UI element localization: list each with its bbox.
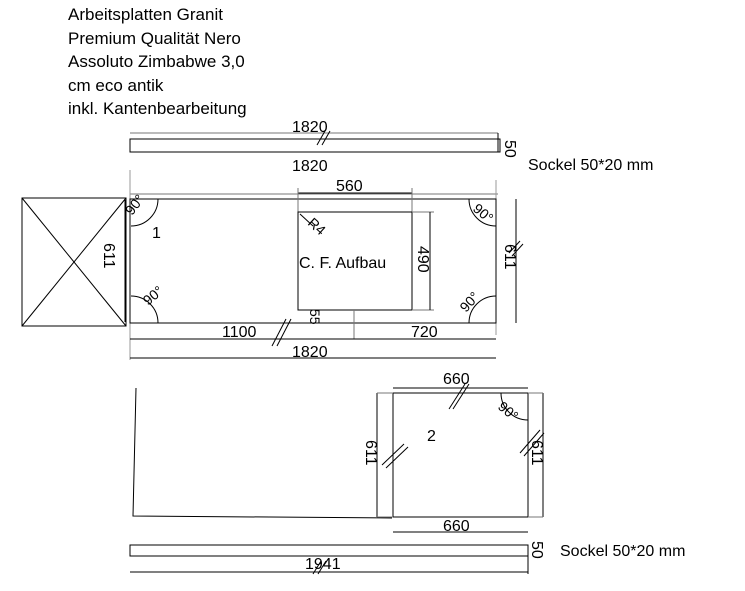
title-line-4: cm eco antik (68, 75, 164, 95)
title-line-2: Premium Qualität Nero (68, 28, 241, 48)
board-1-arc-top-left (130, 198, 159, 227)
top-strip (129, 130, 501, 153)
board-2-left-break-mark-2 (385, 446, 409, 469)
bottom-strip-label: Sockel 50*20 mm (560, 543, 685, 560)
board-1-right-break-mark-2 (511, 243, 524, 257)
board-1-left-depth: 611 (100, 243, 117, 269)
top-strip-break-mark (316, 130, 326, 146)
board-2-angle: 90° (495, 398, 522, 424)
top-strip-label: Sockel 50*20 mm (528, 157, 653, 174)
board-1-number: 1 (152, 225, 161, 242)
left-box-diagonal-2 (21, 197, 127, 327)
bottom-strip (129, 544, 529, 575)
board-2-right-break-mark-2 (523, 432, 545, 457)
bottom-strip-rect (129, 544, 529, 557)
left-offset: 1100 (222, 324, 257, 341)
board-1-bottom-length: 1820 (292, 344, 328, 361)
board-1-arc-top-right (468, 198, 497, 227)
top-strip-break-mark-2 (321, 130, 331, 146)
left-box (21, 197, 127, 327)
board-2-left-break-mark (381, 443, 405, 466)
board-1-angle-bottom-right: 90° (456, 289, 482, 315)
board-1-arc-bottom-left (130, 295, 159, 324)
wall-contour (132, 387, 393, 519)
left-offset-break-mark-2 (276, 318, 292, 347)
board-2-left-depth: 611 (362, 440, 379, 466)
board-1-right-depth: 611 (501, 244, 518, 270)
board-1-top-length: 1820 (292, 158, 328, 175)
bottom-strip-break-mark-2 (317, 560, 327, 575)
bottom-strip-length: 1941 (305, 556, 341, 573)
board-1-angle-top-right: 90° (470, 200, 497, 226)
left-offset-break-mark (271, 318, 287, 347)
top-strip-length: 1820 (292, 119, 328, 136)
board-1-angle-bottom-left: 90° (140, 282, 167, 308)
cutout-radius: R4 (305, 214, 329, 238)
board-1-arc-bottom-right (468, 295, 497, 324)
board-2-top-width: 660 (443, 371, 470, 388)
cutout-gap: 55 (307, 309, 323, 325)
board-1 (21, 170, 524, 360)
board-2-arc-top-right (500, 392, 529, 421)
cutout-height: 490 (414, 246, 431, 273)
board-1-right-break-mark (508, 240, 521, 254)
title-line-1: Arbeitsplatten Granit (68, 5, 223, 24)
board-2-top-break-mark-2 (452, 383, 470, 410)
top-strip-rect (129, 138, 501, 153)
title-block: Arbeitsplatten Granit Premium Qualität N… (68, 3, 247, 121)
right-offset: 720 (411, 324, 438, 341)
title-line-3: Assoluto Zimbabwe 3,0 (68, 52, 245, 71)
board-2 (132, 383, 545, 533)
cutout-radius-leader (299, 213, 314, 227)
title-line-5: inkl. Kantenbearbeitung (68, 99, 247, 118)
board-2-right-break-mark (519, 429, 541, 454)
board-1-outline (129, 198, 497, 324)
board-2-right-depth: 611 (528, 440, 545, 466)
cutout-outline (297, 211, 413, 311)
cutout-width: 560 (336, 178, 363, 195)
board-2-number: 2 (427, 428, 436, 445)
board-2-top-break-mark (448, 383, 466, 410)
bottom-strip-height: 50 (528, 541, 545, 559)
board-2-bottom-width: 660 (443, 518, 470, 535)
bottom-strip-break-mark (312, 560, 322, 575)
top-strip-height: 50 (501, 140, 518, 158)
cutout-label: C. F. Aufbau (299, 255, 386, 272)
